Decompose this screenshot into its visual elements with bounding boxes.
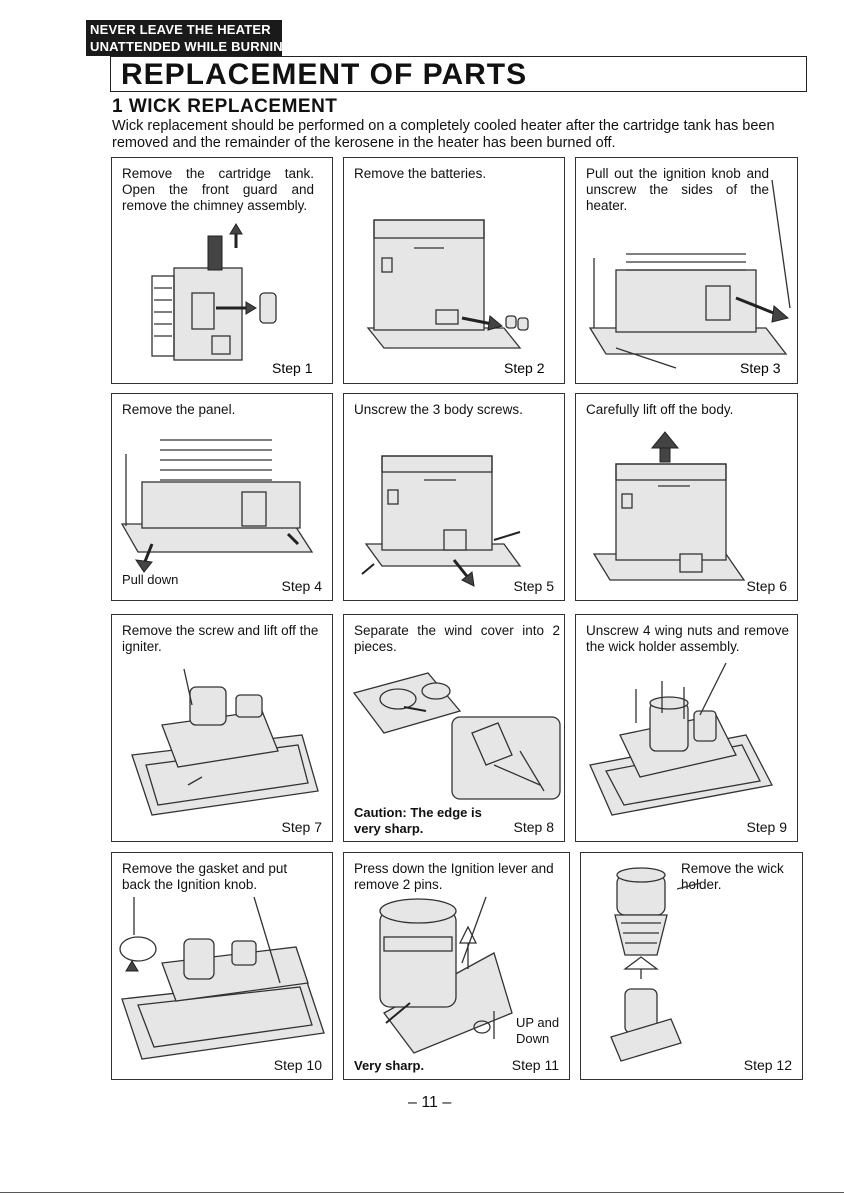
arrow-icon [134, 559, 153, 573]
step-11-text: Press down the Ignition lever and remove… [354, 861, 554, 892]
step-panel-3: Pull out the ignition knob and unscrew t… [575, 157, 798, 384]
step-3-text: Pull out the ignition knob and unscrew t… [586, 166, 769, 213]
arrow-icon [487, 315, 504, 331]
step-4-text: Remove the panel. [122, 402, 236, 417]
step-1-text: Remove the cartridge tank. Open the fron… [122, 166, 314, 213]
step-11-label: Step 11 [511, 1057, 559, 1073]
warning-banner: NEVER LEAVE THE HEATER UNATTENDED WHILE … [86, 20, 298, 56]
battery-icon [505, 315, 517, 329]
step-panel-7: Remove the screw and lift off the ignite… [111, 614, 333, 842]
step-10-label: Step 10 [273, 1057, 322, 1073]
section-title: 1 WICK REPLACEMENT [112, 96, 338, 117]
step-6-label: Step 6 [746, 578, 787, 594]
page-number: – 11 – [408, 1094, 452, 1111]
step-panel-11: Press down the Ignition lever and remove… [343, 852, 570, 1080]
step-12-text: Remove the wick holder. [681, 861, 784, 892]
step-panel-8: Separate the wind cover into 2 pieces. C… [343, 614, 565, 842]
step-panel-6: Carefully lift off the body. Step 6 [575, 393, 798, 601]
step-5-text: Unscrew the 3 body screws. [354, 402, 523, 417]
arrow-icon [771, 305, 790, 323]
intro-paragraph: Wick replacement should be performed on … [112, 118, 775, 151]
heater-illustration [592, 431, 746, 581]
arrow-icon [623, 956, 659, 970]
heater-illustration [352, 672, 561, 800]
step-4-extra: Pull down [122, 572, 179, 587]
step-3-label: Step 3 [740, 360, 781, 376]
step-7-label: Step 7 [281, 819, 322, 835]
bottom-divider [0, 1192, 844, 1193]
arrow-icon [650, 431, 680, 449]
step-panel-12: Remove the wick holder. Step 12 [580, 852, 803, 1080]
step-11-caution: Very sharp. [354, 1058, 425, 1073]
heater-illustration [131, 668, 319, 816]
wick-holder-icon [610, 867, 702, 1062]
heater-illustration [379, 896, 513, 1054]
step-panel-5: Unscrew the 3 body screws. Step 5 [343, 393, 565, 601]
heater-illustration: Step 2 [366, 219, 545, 376]
step-4-label: Step 4 [281, 578, 322, 594]
step-panel-4: Remove the panel. Pull down Step 4 [111, 393, 333, 601]
step-6-text: Carefully lift off the body. [586, 402, 734, 417]
heater-illustration: Step 1 [151, 223, 313, 376]
step-12-label: Step 12 [743, 1057, 792, 1073]
step-panel-10: Remove the gasket and put back the Ignit… [111, 852, 333, 1080]
step-panel-1: Remove the cartridge tank. Open the fron… [111, 157, 333, 384]
step-2-label: Step 2 [504, 360, 545, 376]
arrow-icon [461, 571, 475, 587]
warning-line-1: NEVER LEAVE THE HEATER [90, 22, 271, 37]
heater-illustration [589, 662, 773, 816]
step-5-label: Step 5 [513, 578, 554, 594]
step-1-label: Step 1 [272, 360, 313, 376]
step-11-up-down: UP and Down [516, 1015, 560, 1046]
step-2-text: Remove the batteries. [354, 166, 487, 181]
step-10-text: Remove the gasket and put back the Ignit… [122, 861, 288, 892]
step-7-text: Remove the screw and lift off the ignite… [122, 623, 319, 654]
step-8-text: Separate the wind cover into 2 pieces. [354, 623, 560, 654]
step-panel-9: Unscrew 4 wing nuts and remove the wick … [575, 614, 798, 842]
heater-illustration [120, 439, 314, 573]
step-9-text: Unscrew 4 wing nuts and remove the wick … [586, 623, 789, 654]
heater-illustration [119, 896, 325, 1060]
heater-illustration: Step 3 [588, 179, 791, 376]
step-panel-2: Remove the batteries. Step 2 [343, 157, 565, 384]
page-title-box: REPLACEMENT OF PARTS [110, 56, 807, 92]
gasket-icon [119, 936, 157, 962]
step-8-label: Step 8 [513, 819, 554, 835]
arrow-icon [125, 960, 139, 972]
page-title: REPLACEMENT OF PARTS [121, 58, 528, 91]
warning-line-2: UNATTENDED WHILE BURNING! [90, 39, 298, 54]
step-9-label: Step 9 [746, 819, 787, 835]
heater-illustration [361, 455, 522, 587]
arrow-icon [229, 223, 243, 235]
step-8-caution: Caution: The edge is very sharp. [354, 805, 482, 836]
